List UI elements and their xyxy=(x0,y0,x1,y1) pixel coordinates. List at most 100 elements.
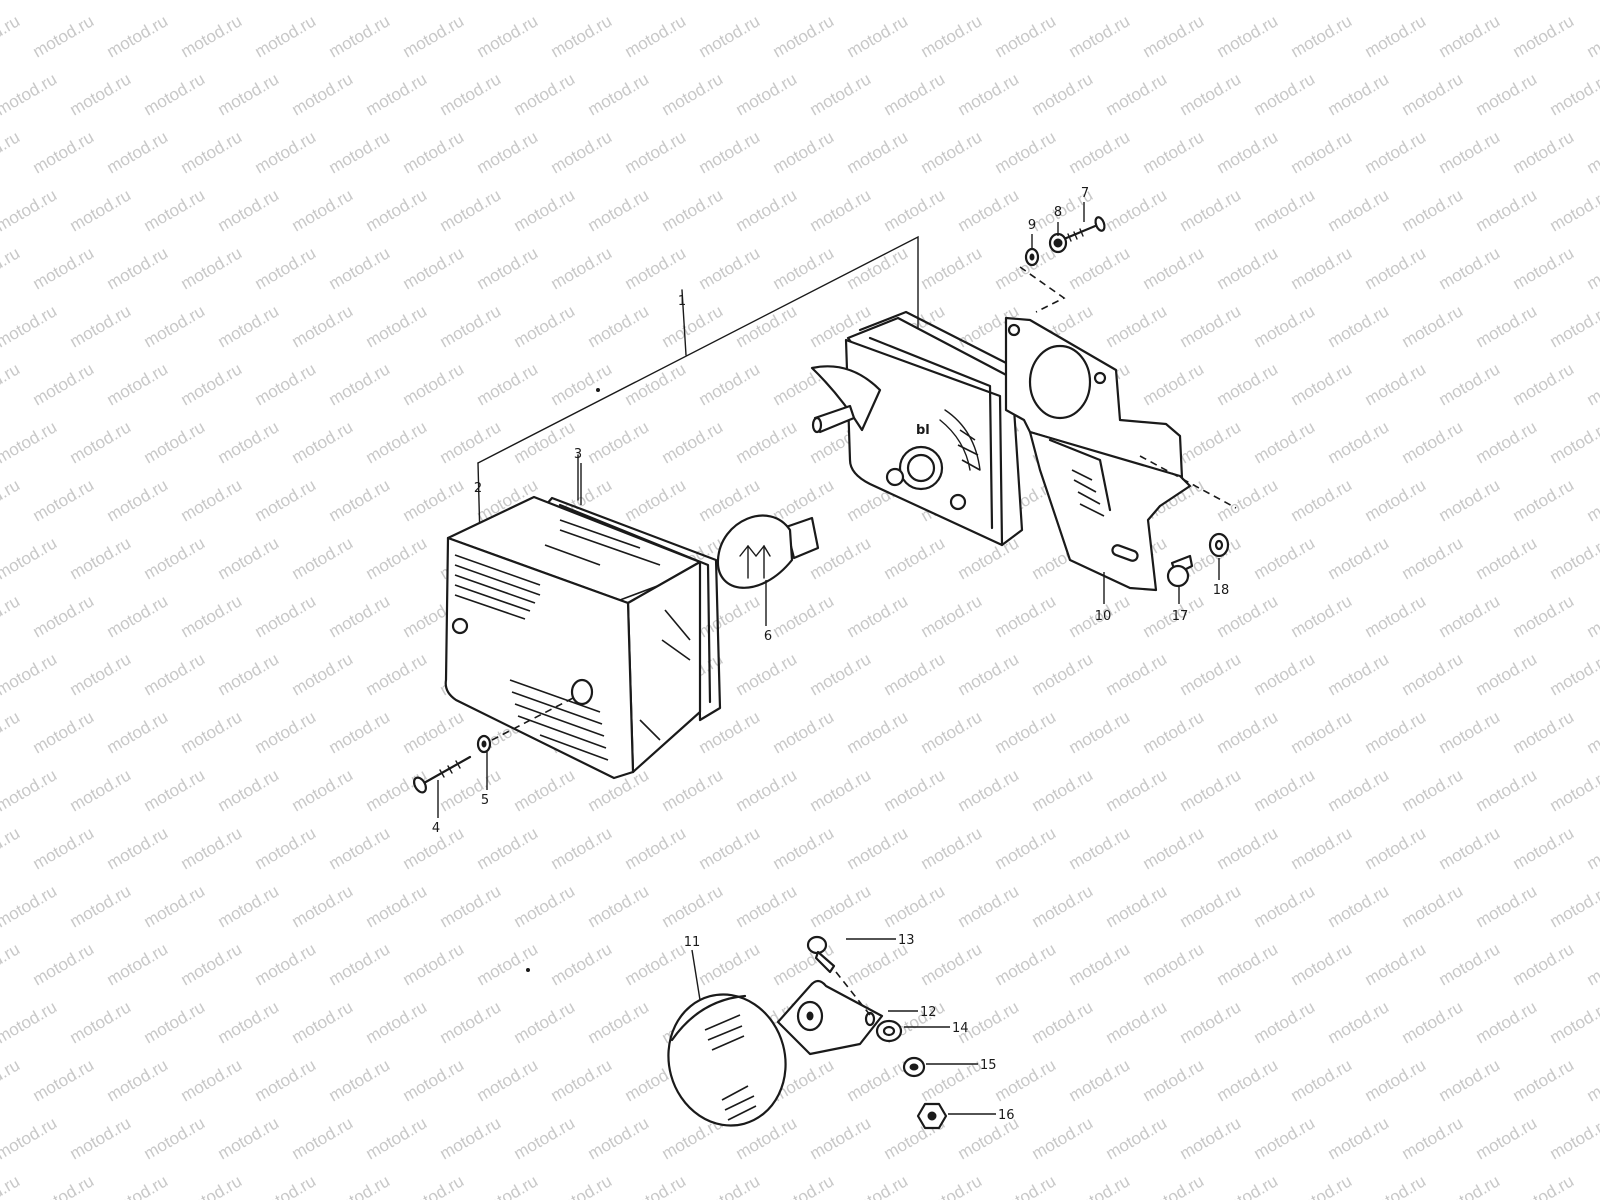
watermark-text: motod.ru xyxy=(0,127,23,177)
watermark-text: motod.ru xyxy=(733,881,801,931)
watermark-text: motod.ru xyxy=(104,707,172,757)
watermark-text: motod.ru xyxy=(67,69,135,119)
watermark-text: motod.ru xyxy=(1584,707,1600,757)
watermark-text: motod.ru xyxy=(1251,69,1319,119)
watermark-text: motod.ru xyxy=(1436,939,1504,989)
watermark-text: motod.ru xyxy=(0,533,60,583)
watermark-text: motod.ru xyxy=(0,823,23,873)
watermark-text: motod.ru xyxy=(474,1171,542,1200)
watermark-text: motod.ru xyxy=(1584,823,1600,873)
watermark-text: motod.ru xyxy=(1399,649,1467,699)
watermark-text: motod.ru xyxy=(1288,1171,1356,1200)
callout-1: 1 xyxy=(678,294,686,309)
watermark-text: motod.ru xyxy=(1436,591,1504,641)
watermark-text: motod.ru xyxy=(0,11,23,61)
watermark-text: motod.ru xyxy=(0,0,60,3)
watermark-text: motod.ru xyxy=(289,417,357,467)
watermark-text: motod.ru xyxy=(104,475,172,525)
watermark-text: motod.ru xyxy=(0,997,60,1047)
watermark-text: motod.ru xyxy=(178,707,246,757)
watermark-text: motod.ru xyxy=(215,765,283,815)
callout-7: 7 xyxy=(1081,186,1089,201)
svg-text:bl: bl xyxy=(916,423,930,438)
watermark-text: motod.ru xyxy=(1473,649,1541,699)
watermark-text: motod.ru xyxy=(67,0,135,3)
watermark-text: motod.ru xyxy=(955,533,1023,583)
watermark-text: motod.ru xyxy=(1473,301,1541,351)
watermark-text: motod.ru xyxy=(992,1171,1060,1200)
watermark-text: motod.ru xyxy=(696,707,764,757)
watermark-text: motod.ru xyxy=(1251,185,1319,235)
watermark-text: motod.ru xyxy=(1066,939,1134,989)
callout-labels: 1 2 3 4 5 6 7 8 9 10 11 12 13 14 15 16 1… xyxy=(432,186,1229,1123)
watermark-text: motod.ru xyxy=(104,11,172,61)
watermark-text: motod.ru xyxy=(1399,765,1467,815)
watermark-text: motod.ru xyxy=(1473,0,1541,3)
watermark-text: motod.ru xyxy=(918,243,986,293)
watermark-text: motod.ru xyxy=(770,127,838,177)
watermark-text: motod.ru xyxy=(0,707,23,757)
watermark-text: motod.ru xyxy=(548,1055,616,1105)
watermark-text: motod.ru xyxy=(30,707,98,757)
watermark-text: motod.ru xyxy=(622,127,690,177)
watermark-text: motod.ru xyxy=(1473,765,1541,815)
watermark-text: motod.ru xyxy=(1140,127,1208,177)
watermark-text: motod.ru xyxy=(918,939,986,989)
watermark-text: motod.ru xyxy=(104,823,172,873)
watermark-text: motod.ru xyxy=(1362,475,1430,525)
watermark-text: motod.ru xyxy=(1584,359,1600,409)
watermark-text: motod.ru xyxy=(0,881,60,931)
watermark-text: motod.ru xyxy=(30,1171,98,1200)
watermark-text: motod.ru xyxy=(1214,127,1282,177)
watermark-text: motod.ru xyxy=(252,127,320,177)
watermark-text: motod.ru xyxy=(1510,475,1578,525)
watermark-text: motod.ru xyxy=(178,475,246,525)
watermark-text: motod.ru xyxy=(1140,939,1208,989)
watermark-text: motod.ru xyxy=(1066,823,1134,873)
watermark-text: motod.ru xyxy=(807,765,875,815)
watermark-text: motod.ru xyxy=(1362,359,1430,409)
callout-3: 3 xyxy=(574,447,582,462)
watermark-text: motod.ru xyxy=(1029,649,1097,699)
watermark-text: motod.ru xyxy=(1103,185,1171,235)
watermark-text: motod.ru xyxy=(1066,707,1134,757)
watermark-text: motod.ru xyxy=(511,1113,579,1163)
watermark-text: motod.ru xyxy=(178,359,246,409)
watermark-text: motod.ru xyxy=(1214,939,1282,989)
watermark-text: motod.ru xyxy=(1251,417,1319,467)
watermark-text: motod.ru xyxy=(511,417,579,467)
watermark-text: motod.ru xyxy=(770,707,838,757)
watermark-text: motod.ru xyxy=(1547,881,1600,931)
watermark-text: motod.ru xyxy=(585,185,653,235)
watermark-text: motod.ru xyxy=(400,939,468,989)
callout-2: 2 xyxy=(474,481,482,496)
watermark-text: motod.ru xyxy=(252,591,320,641)
watermark-text: motod.ru xyxy=(622,1171,690,1200)
watermark-text: motod.ru xyxy=(67,765,135,815)
watermark-text: motod.ru xyxy=(326,823,394,873)
watermark-text: motod.ru xyxy=(363,997,431,1047)
watermark-text: motod.ru xyxy=(1029,1113,1097,1163)
watermark-text: motod.ru xyxy=(918,11,986,61)
watermark-text: motod.ru xyxy=(659,765,727,815)
washer-part-14 xyxy=(875,1019,903,1043)
watermark-text: motod.ru xyxy=(1177,0,1245,3)
watermark-text: motod.ru xyxy=(992,243,1060,293)
watermark-text: motod.ru xyxy=(1362,127,1430,177)
watermark-text: motod.ru xyxy=(1362,823,1430,873)
watermark-text: motod.ru xyxy=(659,185,727,235)
watermark-text: motod.ru xyxy=(1547,533,1600,583)
watermark-text: motod.ru xyxy=(548,823,616,873)
watermark-text: motod.ru xyxy=(1066,243,1134,293)
watermark-text: motod.ru xyxy=(363,1113,431,1163)
watermark-text: motod.ru xyxy=(1584,243,1600,293)
watermark-text: motod.ru xyxy=(289,185,357,235)
watermark-text: motod.ru xyxy=(215,881,283,931)
watermark-text: motod.ru xyxy=(1251,649,1319,699)
watermark-text: motod.ru xyxy=(1399,997,1467,1047)
watermark-text: motod.ru xyxy=(1325,765,1393,815)
watermark-text: motod.ru xyxy=(1288,939,1356,989)
watermark-text: motod.ru xyxy=(215,417,283,467)
watermark-text: motod.ru xyxy=(585,301,653,351)
watermark-text: motod.ru xyxy=(363,881,431,931)
